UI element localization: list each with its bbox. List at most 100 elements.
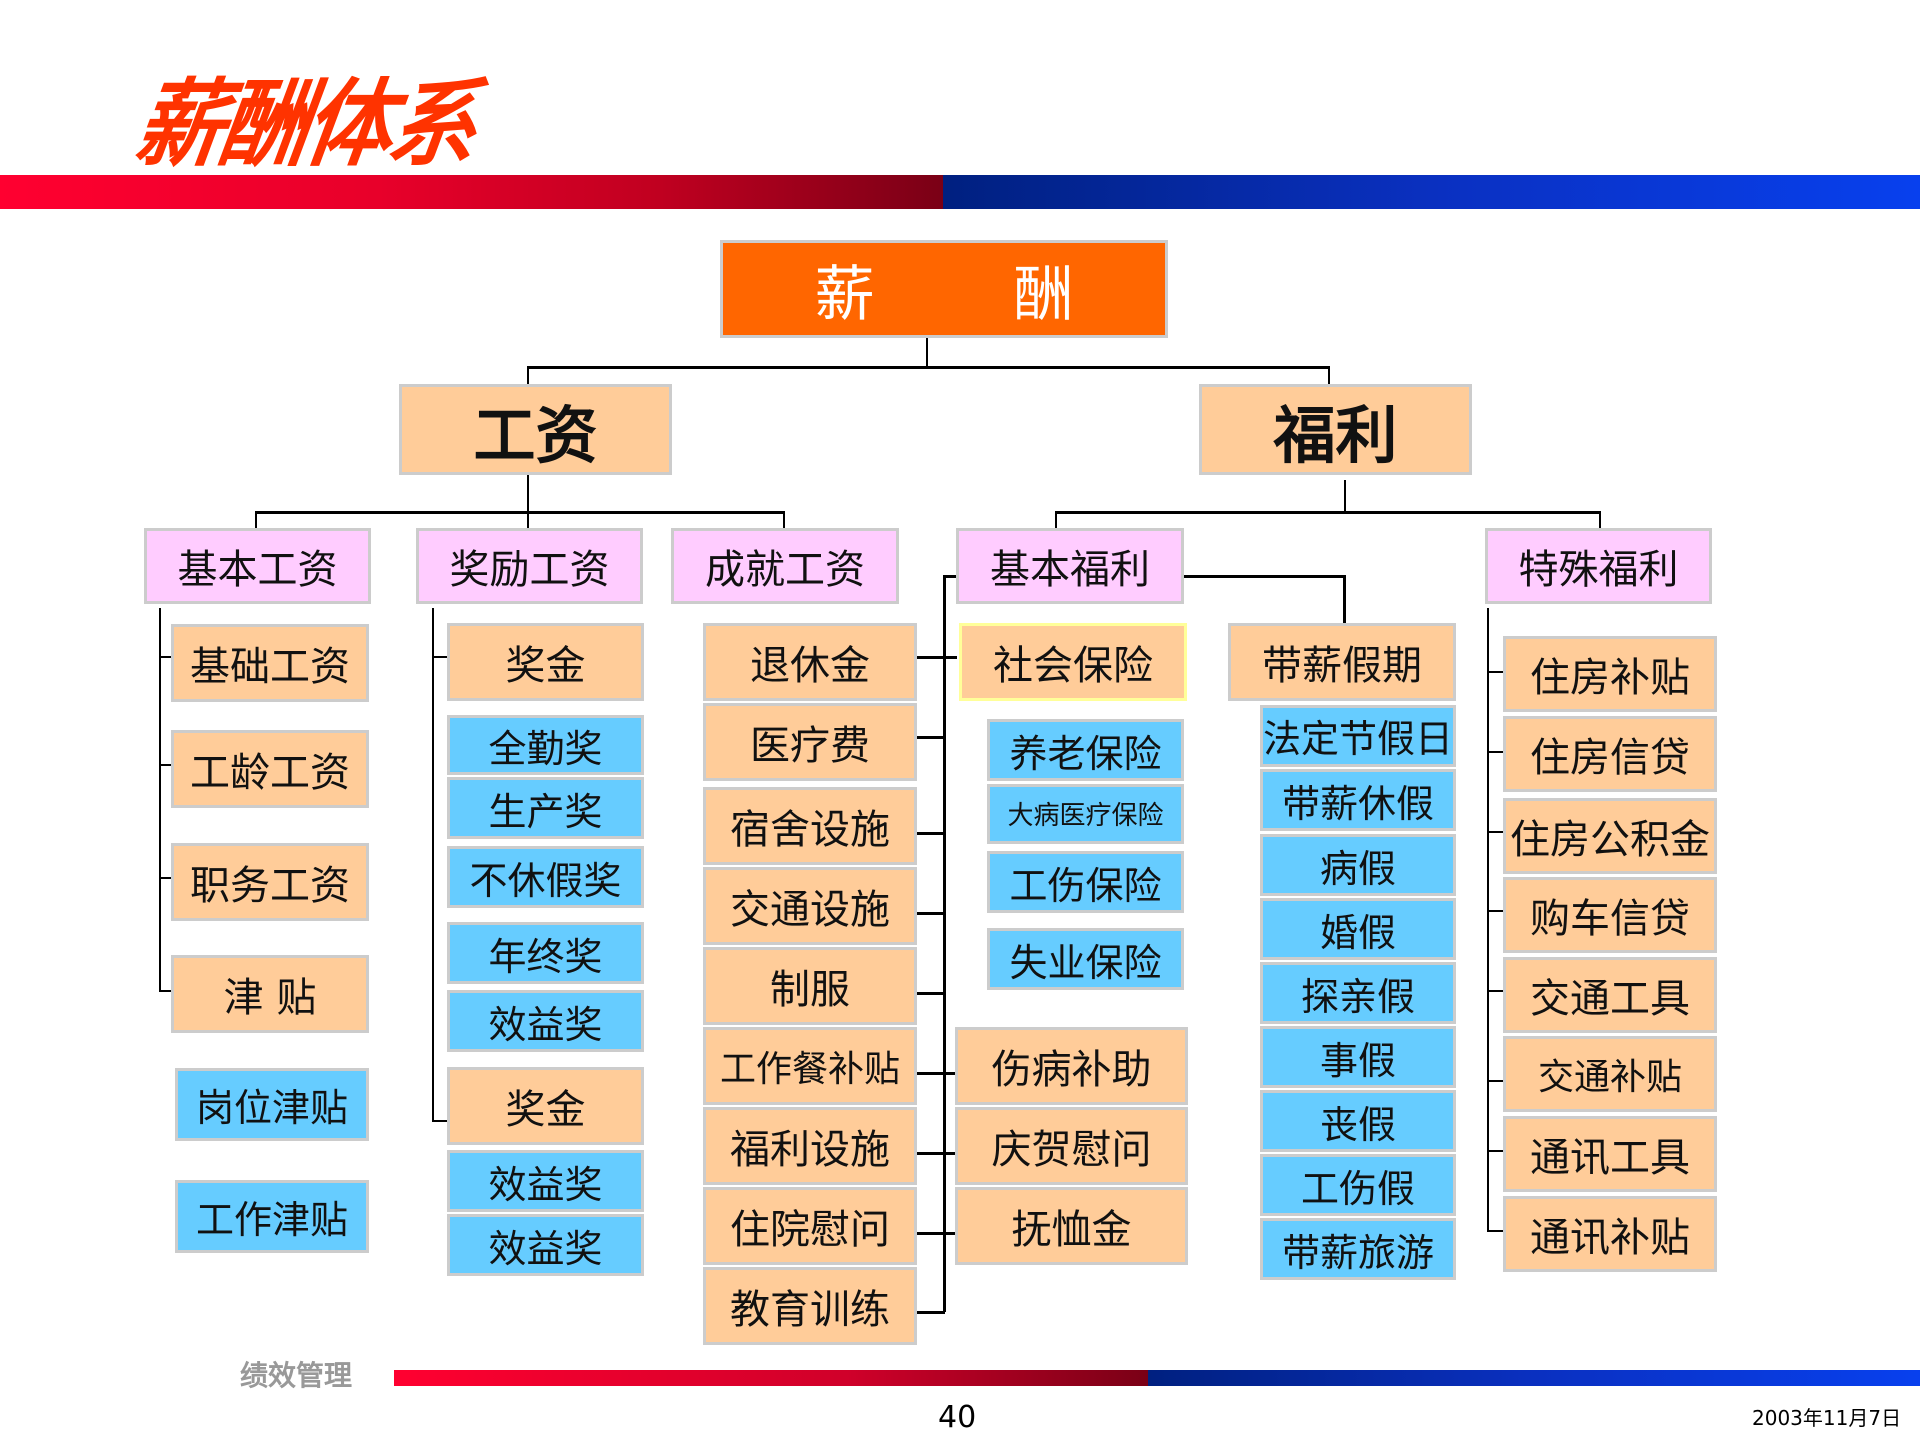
node-basic-wage: 基本工资	[144, 528, 371, 604]
connector	[432, 608, 434, 1122]
connector	[432, 1120, 448, 1122]
node-welfare: 福利	[1199, 384, 1472, 475]
item-legal-holiday: 法定节假日	[1260, 705, 1456, 767]
connector	[527, 366, 1330, 369]
connector	[255, 511, 785, 514]
connector	[1055, 511, 1601, 514]
connector	[159, 764, 173, 766]
root-node-compensation: 薪 酬	[720, 240, 1168, 338]
connector	[1487, 990, 1503, 992]
item-transport-facility: 交通设施	[703, 867, 917, 945]
item-benefit-award-3: 效益奖	[447, 1214, 644, 1276]
connector	[159, 990, 173, 992]
item-social-insurance: 社会保险	[959, 623, 1187, 701]
item-basic-wage: 基础工资	[171, 624, 369, 702]
item-injury-insurance: 工伤保险	[987, 851, 1184, 913]
item-work-allowance: 工作津贴	[175, 1180, 369, 1253]
item-marriage-leave: 婚假	[1260, 898, 1456, 960]
connector	[527, 366, 529, 384]
connector	[912, 1152, 957, 1155]
connector	[1487, 671, 1503, 673]
footer-label: 绩效管理	[240, 1359, 353, 1392]
item-bonus-1: 奖金	[447, 623, 644, 701]
connector	[1487, 608, 1489, 1232]
item-housing-subsidy: 住房补贴	[1503, 636, 1717, 712]
connector	[912, 1232, 957, 1235]
item-paid-vacation: 带薪休假	[1260, 769, 1456, 831]
connector	[1487, 751, 1503, 753]
item-attendance-award: 全勤奖	[447, 715, 644, 775]
slide-title: 薪酬体系	[129, 68, 482, 180]
connector	[912, 992, 945, 995]
header-gradient-bar	[0, 175, 1920, 209]
connector	[943, 575, 946, 1312]
item-family-visit-leave: 探亲假	[1260, 962, 1456, 1024]
item-paid-travel: 带薪旅游	[1260, 1218, 1456, 1280]
item-paid-leave: 带薪假期	[1228, 623, 1456, 701]
item-injury-leave: 工伤假	[1260, 1154, 1456, 1216]
connector	[1487, 910, 1503, 912]
connector	[912, 656, 957, 659]
item-seniority-wage: 工龄工资	[171, 730, 369, 808]
connector	[912, 832, 945, 835]
item-personal-leave: 事假	[1260, 1026, 1456, 1088]
item-housing-loan: 住房信贷	[1503, 716, 1717, 792]
connector	[1183, 575, 1345, 578]
item-benefit-award-2: 效益奖	[447, 1150, 644, 1212]
footer-gradient-bar	[394, 1370, 1920, 1386]
connector	[1487, 1230, 1503, 1232]
item-comm-subsidy: 通讯补贴	[1503, 1196, 1717, 1272]
connector	[926, 337, 928, 367]
item-comm-device: 通讯工具	[1503, 1116, 1717, 1192]
item-bereavement-leave: 丧假	[1260, 1090, 1456, 1152]
item-no-leave-award: 不休假奖	[447, 846, 644, 908]
header-bar-blue	[943, 175, 1920, 209]
item-year-end-award: 年终奖	[447, 922, 644, 984]
connector	[1328, 366, 1330, 384]
connector	[432, 656, 448, 658]
connector	[527, 474, 529, 528]
slide-date: 2003年11月7日	[1752, 1406, 1902, 1430]
item-production-award: 生产奖	[447, 777, 644, 839]
connector	[1055, 511, 1057, 528]
item-vehicle: 交通工具	[1503, 957, 1717, 1033]
connector	[912, 736, 945, 739]
connector	[1487, 831, 1503, 833]
connector	[159, 656, 173, 658]
item-celebration-condolence: 庆贺慰问	[955, 1107, 1188, 1185]
item-uniform: 制服	[703, 947, 917, 1025]
item-pension: 退休金	[703, 623, 917, 701]
page-number: 40	[938, 1400, 977, 1435]
connector	[783, 511, 785, 528]
connector	[943, 575, 957, 578]
item-education-training: 教育训练	[703, 1267, 917, 1345]
item-transport-subsidy: 交通补贴	[1503, 1036, 1717, 1112]
connector	[1343, 575, 1346, 623]
item-hospital-visit: 住院慰问	[703, 1187, 917, 1265]
item-major-illness-insurance: 大病医疗保险	[987, 784, 1184, 844]
item-car-loan: 购车信贷	[1503, 877, 1717, 953]
node-incentive-wage: 奖励工资	[416, 528, 643, 604]
node-wages: 工资	[399, 384, 672, 475]
item-allowance: 津 贴	[171, 955, 369, 1033]
connector	[255, 511, 257, 528]
item-dormitory: 宿舍设施	[703, 787, 917, 865]
connector	[912, 1311, 945, 1314]
connector	[912, 1072, 957, 1075]
item-welfare-facility: 福利设施	[703, 1107, 917, 1185]
node-achievement-wage: 成就工资	[671, 528, 899, 604]
item-unemployment-insurance: 失业保险	[987, 928, 1184, 990]
item-post-allowance: 岗位津贴	[175, 1068, 369, 1141]
item-pension-relief: 抚恤金	[955, 1187, 1188, 1265]
header-bar-red	[0, 175, 943, 209]
connector	[1487, 1150, 1503, 1152]
footer-bar-blue	[1148, 1370, 1920, 1386]
item-bonus-2: 奖金	[447, 1067, 644, 1145]
node-basic-welfare: 基本福利	[956, 528, 1184, 604]
item-position-wage: 职务工资	[171, 843, 369, 921]
connector	[1344, 480, 1346, 513]
item-pension-insurance: 养老保险	[987, 719, 1184, 781]
connector	[159, 608, 161, 992]
connector	[1599, 511, 1601, 528]
connector	[912, 912, 945, 915]
